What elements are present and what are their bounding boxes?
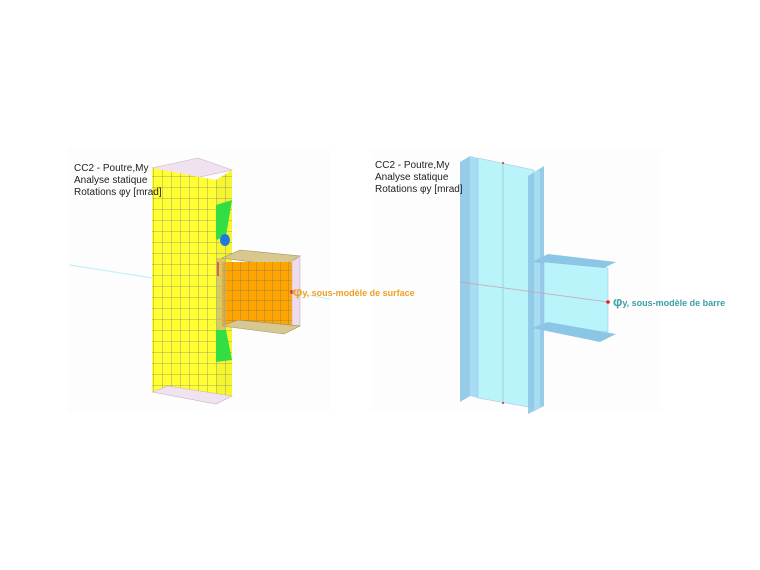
analysis-type-label: Analyse statique (375, 172, 449, 183)
result-type-label: Rotations φy [mrad] (375, 184, 463, 195)
surface-submodel-caption: CC2 - Poutre,My Analyse statique Rotatio… (74, 163, 162, 199)
callout-text: , sous-modèle de barre (626, 298, 726, 308)
member-submodel-callout: φy, sous-modèle de barre (613, 294, 725, 309)
phi-subscript: y (622, 298, 627, 308)
phi-symbol: φ (613, 294, 623, 309)
phi-subscript: y (302, 288, 307, 298)
load-case-label: CC2 - Poutre,My (74, 163, 149, 174)
phi-symbol: φ (293, 284, 303, 299)
callout-text: , sous-modèle de surface (306, 288, 415, 298)
result-type-label: Rotations φy [mrad] (74, 187, 162, 198)
load-case-label: CC2 - Poutre,My (375, 160, 450, 171)
analysis-type-label: Analyse statique (74, 175, 148, 186)
surface-submodel-callout: φy, sous-modèle de surface (293, 284, 415, 299)
member-submodel-caption: CC2 - Poutre,My Analyse statique Rotatio… (375, 160, 463, 196)
